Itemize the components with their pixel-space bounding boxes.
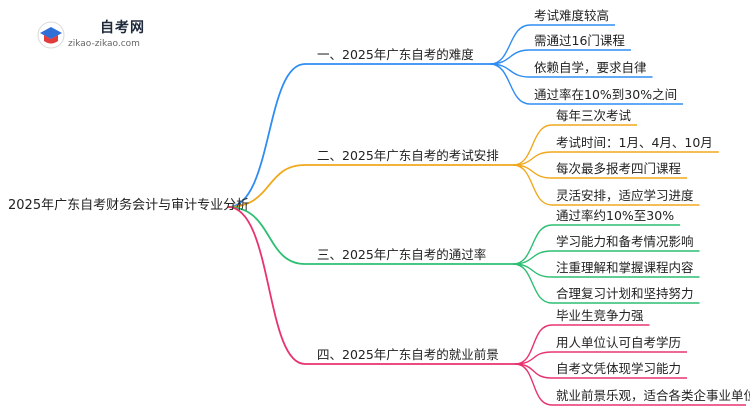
leaf-connector [514, 351, 553, 365]
leaf-label: 考试难度较高 [534, 8, 610, 23]
leaf-label: 通过率约10%至30% [556, 208, 675, 223]
leaf-connector [512, 151, 553, 166]
leaf-label: 依赖自学，要求自律 [534, 60, 647, 75]
branch-connector-1 [227, 63, 306, 208]
leaf-label: 每年三次考试 [556, 108, 632, 123]
branch-connector-2 [227, 164, 306, 208]
site-logo[interactable]: 自考网 zikao-zikao.com [36, 16, 176, 56]
leaf-label: 用人单位认可自考学历 [556, 335, 682, 350]
root-node-label: 2025年广东自考财务会计与审计专业分析 [8, 198, 250, 213]
branch-label-3: 三、2025年广东自考的通过率 [317, 247, 487, 262]
leaf-label: 通过率在10%到30%之间 [534, 87, 678, 102]
leaf-connector [512, 164, 553, 206]
leaf-connector [514, 363, 553, 406]
leaf-connector [514, 363, 553, 379]
leaf-connector [489, 49, 531, 65]
branch-label-4: 四、2025年广东自考的就业前景 [317, 347, 499, 362]
leaf-label: 就业前景乐观，适合各类企事业单位 [556, 388, 750, 403]
leaf-label: 合理复习计划和坚持努力 [556, 286, 694, 301]
leaf-connector [489, 63, 531, 105]
leaf-connector [512, 263, 553, 304]
leaf-connector [512, 124, 553, 166]
branch-connector-3 [227, 206, 306, 265]
leaf-label: 学习能力和备考情况影响 [556, 234, 694, 249]
leaf-connector [512, 224, 553, 265]
leaf-label: 每次最多报考四门课程 [556, 161, 682, 176]
leaf-label: 需通过16门课程 [534, 33, 625, 48]
graduation-cap-icon [37, 21, 65, 49]
branch-label-1: 一、2025年广东自考的难度 [317, 47, 474, 62]
leaf-label: 毕业生竞争力强 [556, 308, 644, 323]
leaf-connector [514, 324, 553, 365]
leaf-connector [489, 24, 531, 65]
leaf-connector [512, 250, 553, 265]
leaf-label: 灵活安排，适应学习进度 [556, 188, 694, 203]
leaf-label: 考试时间：1月、4月、10月 [556, 135, 713, 150]
logo-subtitle: zikao-zikao.com [68, 39, 140, 49]
leaf-label: 注重理解和掌握课程内容 [556, 260, 694, 275]
leaf-label: 自考文凭体现学习能力 [556, 361, 682, 376]
leaf-connector [512, 263, 553, 278]
leaf-connector [512, 164, 553, 179]
branch-connector-4 [227, 206, 306, 365]
logo-title: 自考网 [100, 20, 145, 36]
branch-label-2: 二、2025年广东自考的考试安排 [317, 148, 499, 163]
